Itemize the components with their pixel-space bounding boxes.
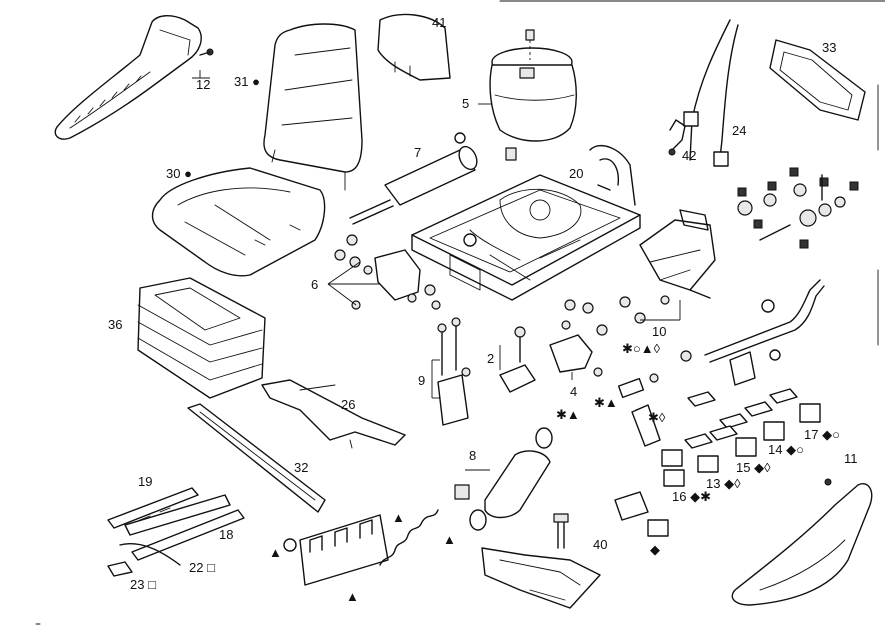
symbol-group-9: ▲: [346, 589, 359, 604]
fastener-cluster: [737, 167, 859, 249]
part-33-pad: [769, 39, 866, 121]
callout-11: 11: [844, 451, 858, 466]
callout-40: 40: [593, 537, 608, 552]
part-10-lever-bracket: [619, 209, 716, 324]
part-7-cylinder: [349, 132, 478, 225]
part-6-valve-block: [327, 234, 441, 310]
callout-16: 16 ◆✱: [672, 489, 711, 504]
callout-4: 4: [570, 384, 578, 399]
part-20-cable: [589, 145, 636, 206]
spring-plate: [283, 509, 439, 586]
symbol-group-4: ✱◊: [648, 410, 666, 425]
part-40-base-foot: [481, 513, 601, 609]
part-11-side-cover: [731, 478, 873, 606]
symbol-group-6: ▲: [392, 510, 405, 525]
symbol-group-8: ▲: [443, 532, 456, 547]
part-12-armrest-cover: [54, 15, 214, 140]
part-22-23-clips: [107, 543, 181, 577]
symbol-group-2: ✱▲: [556, 407, 580, 422]
part-42-latch: [668, 119, 686, 156]
callout-23: 23 □: [130, 577, 156, 592]
callout-9: 9: [418, 373, 426, 388]
part-24-belt: [683, 19, 739, 167]
callout-17: 17 ◆○: [804, 427, 840, 442]
callout-42: 42: [682, 148, 697, 163]
callout-2: 2: [487, 351, 495, 366]
callout-10: 10: [652, 324, 667, 339]
callout-8: 8: [469, 448, 477, 463]
symbol-group-1: ✱○▲◊: [622, 341, 661, 356]
callout-5: 5: [462, 96, 470, 111]
part-36-bellows: [137, 277, 266, 399]
part-32-bar: [187, 403, 326, 513]
part-19-18-rails: [107, 487, 245, 561]
callout-41: 41: [432, 15, 447, 30]
callout-6: 6: [311, 277, 319, 292]
part-41-headrest: [377, 13, 451, 81]
part-26-bracket: [261, 379, 406, 449]
callout-20: 20: [569, 166, 584, 181]
callout-19: 19: [138, 474, 153, 489]
symbol-group-5: ◆: [650, 542, 660, 557]
callout-22: 22 □: [189, 560, 215, 575]
seat-base-frame: [411, 174, 641, 301]
part-4-valve: [549, 299, 608, 380]
symbol-group-3: ✱▲: [594, 395, 618, 410]
callout-14: 14 ◆○: [768, 442, 804, 457]
part-31-backrest: [263, 23, 363, 191]
callout-7: 7: [414, 145, 422, 160]
callout-13: 13 ◆◊: [706, 476, 741, 491]
symbol-group-7: ▲: [269, 545, 282, 560]
callout-32: 32: [294, 460, 309, 475]
control-keys: [614, 350, 821, 537]
callout-26: 26: [341, 397, 356, 412]
part-30-seat-cushion: [151, 167, 326, 277]
callout-12: 12: [196, 77, 211, 92]
callout-33: 33: [822, 40, 837, 55]
callout-24: 24: [732, 123, 747, 138]
part-8-shock-absorber: [454, 427, 553, 531]
callout-36: 36: [108, 317, 123, 332]
callout-31: 31 ●: [234, 74, 260, 89]
lever-rod: [704, 279, 825, 386]
part-5-air-spring: [478, 29, 577, 161]
part-9-bracket: [431, 317, 471, 426]
callout-30: 30 ●: [166, 166, 192, 181]
part-2-valve: [499, 326, 536, 393]
callout-18: 18: [219, 527, 234, 542]
callout-15: 15 ◆◊: [736, 460, 771, 475]
